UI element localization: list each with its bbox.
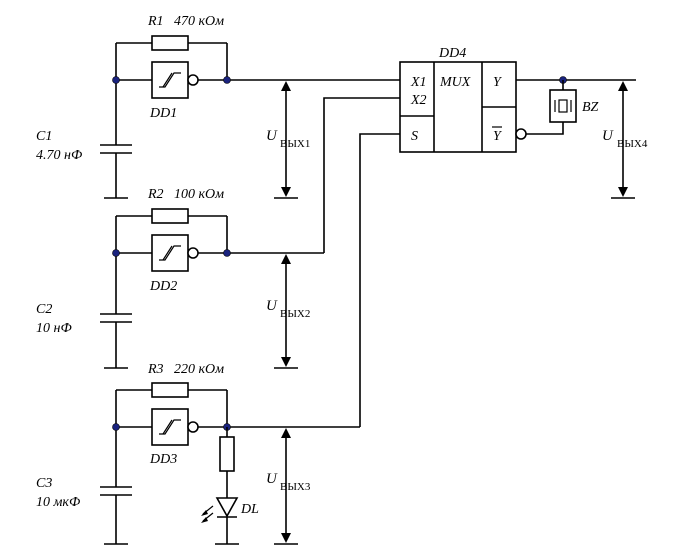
c1-label: C1 <box>36 129 52 144</box>
r3-label: R3 <box>147 362 164 377</box>
stage-2: R2 100 кОм DD2 C2 10 нФ U ВЫХ2 <box>36 97 400 369</box>
dd4-label: DD4 <box>438 46 466 61</box>
r1-resistor <box>151 35 189 51</box>
led-diode <box>215 497 239 518</box>
mux-output-y: Y <box>493 75 503 90</box>
c3-value: 10 мкФ <box>36 495 80 510</box>
u3-subscript: ВЫХ3 <box>280 481 311 493</box>
mux-input-x1: X1 <box>410 75 427 90</box>
mux-inverted-output-bubble <box>515 128 527 140</box>
r3-value: 220 кОм <box>174 362 224 377</box>
r2-label: R2 <box>147 187 164 202</box>
node-dot <box>112 249 120 257</box>
mux-input-x2: X2 <box>410 93 427 108</box>
u2-symbol: U <box>266 298 278 314</box>
u3-symbol: U <box>266 471 278 487</box>
mux-title: MUX <box>439 75 471 90</box>
r3-resistor <box>151 382 189 398</box>
led-resistor <box>219 436 235 472</box>
dd1-label: DD1 <box>149 106 177 121</box>
dd1-inverter-bubble <box>187 74 199 86</box>
u4-subscript: ВЫХ4 <box>617 138 648 150</box>
led-emission-icon <box>201 505 214 523</box>
u1-subscript: ВЫХ1 <box>280 138 310 150</box>
dd2-inverter-bubble <box>187 247 199 259</box>
stage-3: R3 220 кОм DD3 C3 10 мкФ DL U ВЫХ3 <box>36 133 400 545</box>
dd1-hysteresis-icon <box>159 72 181 88</box>
c2-label: C2 <box>36 302 52 317</box>
bz-buzzer <box>549 89 577 123</box>
dd3-inverter-bubble <box>187 421 199 433</box>
dd3-schmitt-inverter <box>151 408 189 446</box>
stage-1: R1 470 кОм DD1 C1 4.70 нФ U ВЫХ1 <box>36 14 400 199</box>
r1-label: R1 <box>147 14 164 29</box>
c3-label: C3 <box>36 476 52 491</box>
dd4-multiplexer: DD4 MUX X1 X2 S Y Y <box>399 46 527 153</box>
dl-label: DL <box>240 502 259 517</box>
dd2-hysteresis-icon <box>159 245 181 261</box>
r2-value: 100 кОм <box>174 187 224 202</box>
dd2-label: DD2 <box>149 279 177 294</box>
output-stage: BZ U ВЫХ4 <box>516 76 648 199</box>
node-dot <box>112 423 120 431</box>
c1-value: 4.70 нФ <box>36 148 82 163</box>
u4-symbol: U <box>602 128 614 144</box>
node-dot <box>223 76 231 84</box>
c2-value: 10 нФ <box>36 321 72 336</box>
mux-select-s: S <box>411 129 418 144</box>
u1-symbol: U <box>266 128 278 144</box>
u2-subscript: ВЫХ2 <box>280 308 310 320</box>
dd3-label: DD3 <box>149 452 177 467</box>
r1-value: 470 кОм <box>174 14 224 29</box>
node-dot <box>223 249 231 257</box>
dd3-hysteresis-icon <box>159 419 181 435</box>
node-dot <box>112 76 120 84</box>
bz-label: BZ <box>582 100 599 115</box>
r2-resistor <box>151 208 189 224</box>
mux-output-y-inverted: Y <box>493 129 503 144</box>
